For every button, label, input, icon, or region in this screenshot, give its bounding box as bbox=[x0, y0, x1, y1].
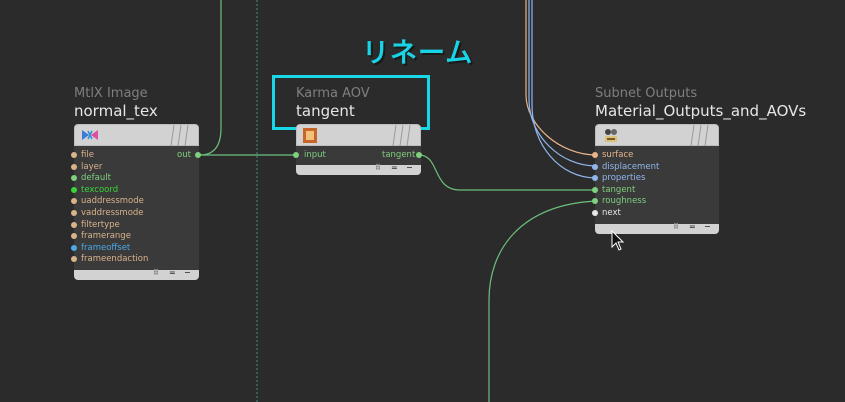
wire-properties bbox=[531, 0, 597, 179]
input-port-texcoord[interactable] bbox=[71, 186, 77, 193]
karma-icon bbox=[303, 128, 317, 143]
input-port-vaddressmode[interactable] bbox=[71, 210, 77, 216]
input-label-framerange: framerange bbox=[81, 231, 131, 242]
footer-equals-icon[interactable]: = bbox=[169, 268, 176, 277]
node-type-label: Subnet Outputs bbox=[595, 86, 698, 101]
footer-grip-icon[interactable]: ⠿ bbox=[673, 222, 680, 231]
node-name-label[interactable]: Material_Outputs_and_AOVs bbox=[595, 102, 807, 120]
input-label-filtertype: filtertype bbox=[81, 219, 120, 230]
output-port-tangent[interactable] bbox=[416, 152, 422, 158]
input-port-next[interactable] bbox=[592, 210, 598, 216]
node-type-label: MtlX Image bbox=[74, 86, 148, 101]
input-label-displacement: displacement bbox=[602, 161, 660, 172]
wire-surface bbox=[525, 0, 597, 156]
node-footer[interactable]: ⠿ = − bbox=[74, 268, 199, 280]
input-port-layer[interactable] bbox=[71, 163, 77, 170]
output-label-out: out bbox=[177, 150, 191, 160]
input-label-roughness: roughness bbox=[602, 196, 647, 207]
node-flag-stripes[interactable] bbox=[686, 125, 712, 146]
node-header[interactable] bbox=[595, 124, 719, 146]
footer-grip-icon[interactable]: ⠿ bbox=[375, 163, 382, 172]
input-label-frameoffset: frameoffset bbox=[81, 242, 131, 253]
input-port-surface[interactable] bbox=[592, 152, 598, 158]
node-flag-stripes[interactable] bbox=[166, 125, 192, 146]
footer-minus-icon[interactable]: − bbox=[184, 268, 191, 277]
node-type-label: Karma AOV bbox=[296, 86, 370, 101]
node-body bbox=[74, 146, 199, 270]
output-label-tangent: tangent bbox=[382, 150, 416, 160]
footer-minus-icon[interactable]: − bbox=[406, 163, 413, 172]
footer-grip-icon[interactable]: ⠿ bbox=[153, 268, 160, 277]
input-label-file: file bbox=[81, 150, 94, 160]
wire-roughness bbox=[488, 200, 597, 402]
footer-equals-icon[interactable]: = bbox=[689, 222, 696, 231]
node-body bbox=[595, 146, 719, 224]
node-name-label[interactable]: tangent bbox=[296, 102, 355, 120]
input-port-input[interactable] bbox=[293, 152, 299, 158]
input-label-input: input bbox=[304, 150, 326, 160]
input-label-layer: layer bbox=[81, 161, 103, 172]
footer-equals-icon[interactable]: = bbox=[391, 163, 398, 172]
input-port-framerange[interactable] bbox=[71, 233, 77, 240]
subnet-output-icon bbox=[605, 129, 617, 142]
node-footer[interactable]: ⠿ = − bbox=[595, 222, 719, 234]
input-port-properties[interactable] bbox=[592, 175, 598, 182]
input-port-file[interactable] bbox=[71, 152, 77, 158]
input-label-uaddressmode: uaddressmode bbox=[81, 196, 144, 207]
input-label-default: default bbox=[81, 173, 111, 184]
input-label-properties: properties bbox=[602, 173, 646, 184]
input-port-default[interactable] bbox=[71, 175, 77, 182]
output-port-out[interactable] bbox=[195, 152, 201, 158]
input-port-roughness[interactable] bbox=[592, 198, 598, 205]
input-label-frameendaction: frameendaction bbox=[81, 254, 149, 265]
wire-top-left bbox=[199, 0, 222, 156]
node-header[interactable] bbox=[74, 124, 199, 146]
node-flag-stripes[interactable] bbox=[388, 125, 414, 146]
node-body bbox=[296, 146, 421, 165]
footer-minus-icon[interactable]: − bbox=[704, 222, 711, 231]
input-port-uaddressmode[interactable] bbox=[71, 198, 77, 205]
input-port-frameendaction[interactable] bbox=[71, 256, 77, 263]
node-header[interactable] bbox=[296, 124, 421, 146]
rename-annotation: リネーム bbox=[362, 38, 474, 69]
input-port-filtertype[interactable] bbox=[71, 221, 77, 228]
input-label-next: next bbox=[602, 208, 621, 218]
input-label-vaddressmode: vaddressmode bbox=[81, 208, 144, 218]
node-footer[interactable]: ⠿ = − bbox=[296, 163, 421, 175]
input-port-tangent[interactable] bbox=[592, 186, 598, 193]
input-port-frameoffset[interactable] bbox=[71, 244, 77, 251]
materialx-icon bbox=[82, 130, 98, 140]
input-port-displacement[interactable] bbox=[592, 163, 598, 170]
input-label-tangent: tangent bbox=[602, 184, 636, 195]
input-label-surface: surface bbox=[602, 150, 634, 160]
wire-displacement bbox=[528, 0, 597, 167]
node-name-label[interactable]: normal_tex bbox=[74, 102, 158, 120]
mouse-cursor-icon bbox=[611, 230, 625, 251]
wire-tangent-to-subnet bbox=[418, 154, 596, 191]
input-label-texcoord: texcoord bbox=[81, 184, 119, 195]
